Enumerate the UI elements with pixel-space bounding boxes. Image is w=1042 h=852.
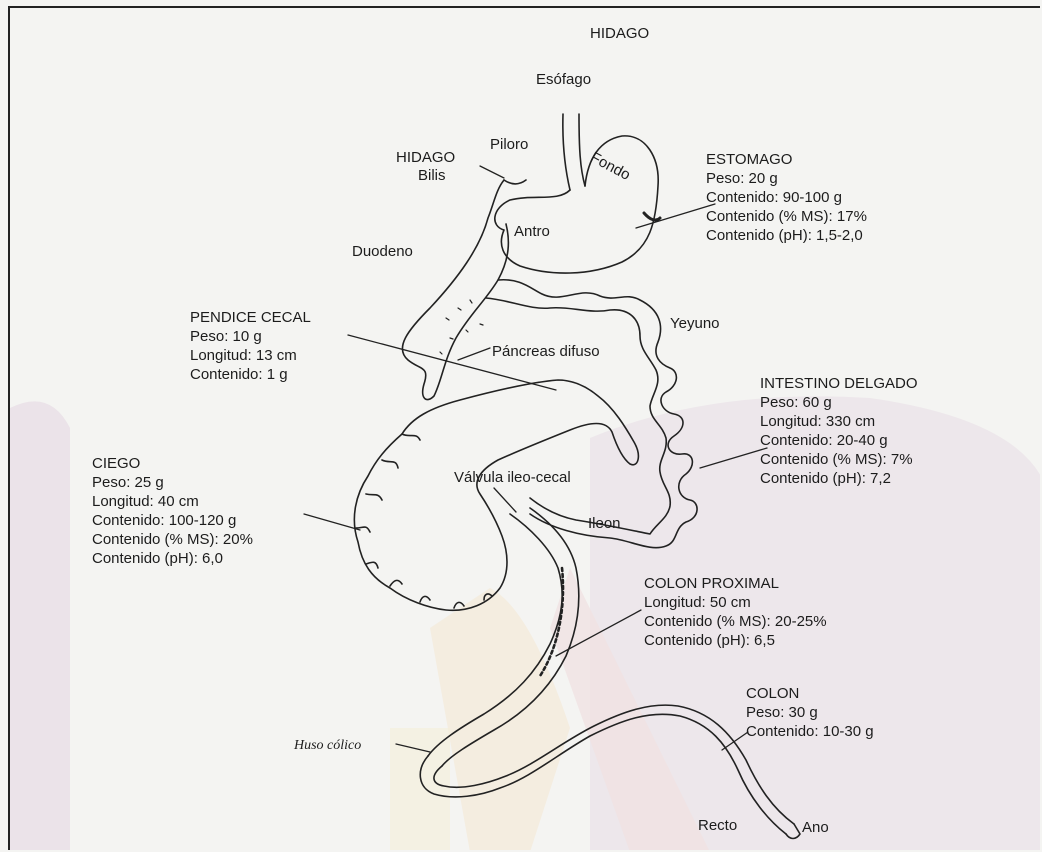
cecum-shape bbox=[354, 380, 638, 610]
info-pendice-line: Peso: 10 g bbox=[190, 327, 311, 346]
leader-intestino bbox=[700, 448, 767, 468]
esophagus-shape bbox=[563, 114, 585, 190]
info-intestino-line: Peso: 60 g bbox=[760, 393, 918, 412]
info-colon-title: COLON bbox=[746, 684, 874, 703]
info-ciego-line: Longitud: 40 cm bbox=[92, 492, 253, 511]
info-ciego-line: Contenido: 100-120 g bbox=[92, 511, 253, 530]
info-estomago-line: Contenido (% MS): 17% bbox=[706, 207, 867, 226]
leader-pancreas bbox=[458, 348, 490, 360]
info-ciego-title: CIEGO bbox=[92, 454, 253, 473]
info-ciego: CIEGO Peso: 25 g Longitud: 40 cm Conteni… bbox=[92, 454, 253, 568]
label-antro: Antro bbox=[514, 222, 550, 241]
info-ciego-line: Contenido (pH): 6,0 bbox=[92, 549, 253, 568]
jejunum-shape bbox=[498, 280, 697, 548]
stomach-shape bbox=[495, 136, 658, 273]
label-piloro: Piloro bbox=[490, 135, 528, 154]
label-huso: Huso cólico bbox=[294, 736, 361, 755]
info-colon: COLON Peso: 30 g Contenido: 10-30 g bbox=[746, 684, 874, 741]
info-colon-line: Peso: 30 g bbox=[746, 703, 874, 722]
diagram-title: HIDAGO bbox=[590, 24, 649, 43]
info-pendice: PENDICE CECAL Peso: 10 g Longitud: 13 cm… bbox=[190, 308, 311, 384]
info-estomago-line: Contenido: 90-100 g bbox=[706, 188, 867, 207]
info-colon-line: Contenido: 10-30 g bbox=[746, 722, 874, 741]
leader-ciego bbox=[304, 514, 360, 530]
info-estomago-line: Peso: 20 g bbox=[706, 169, 867, 188]
info-colon-proximal-line: Contenido (% MS): 20-25% bbox=[644, 612, 827, 631]
info-pendice-line: Longitud: 13 cm bbox=[190, 346, 311, 365]
label-valvula: Válvula ileo-cecal bbox=[454, 468, 571, 487]
info-ciego-line: Peso: 25 g bbox=[92, 473, 253, 492]
label-ano: Ano bbox=[802, 818, 829, 837]
info-colon-proximal: COLON PROXIMAL Longitud: 50 cm Contenido… bbox=[644, 574, 827, 650]
info-colon-proximal-line: Contenido (pH): 6,5 bbox=[644, 631, 827, 650]
label-hidago: HIDAGO bbox=[396, 148, 455, 167]
label-esofago: Esófago bbox=[536, 70, 591, 89]
info-intestino-line: Contenido: 20-40 g bbox=[760, 431, 918, 450]
info-intestino-line: Contenido (% MS): 7% bbox=[760, 450, 918, 469]
label-bilis: Bilis bbox=[418, 166, 446, 185]
info-colon-proximal-title: COLON PROXIMAL bbox=[644, 574, 827, 593]
info-intestino-line: Contenido (pH): 7,2 bbox=[760, 469, 918, 488]
leader-hidago bbox=[480, 166, 504, 178]
info-estomago-line: Contenido (pH): 1,5-2,0 bbox=[706, 226, 867, 245]
label-duodeno: Duodeno bbox=[352, 242, 413, 261]
info-intestino-title: INTESTINO DELGADO bbox=[760, 374, 918, 393]
info-intestino-line: Longitud: 330 cm bbox=[760, 412, 918, 431]
info-estomago: ESTOMAGO Peso: 20 g Contenido: 90-100 g … bbox=[706, 150, 867, 245]
label-ileon: Ileon bbox=[588, 514, 621, 533]
duodenum-shape bbox=[402, 180, 508, 400]
label-yeyuno: Yeyuno bbox=[670, 314, 720, 333]
info-colon-proximal-line: Longitud: 50 cm bbox=[644, 593, 827, 612]
diagram-frame: HIDAGO Esófago Piloro Fondo HIDAGO Bilis… bbox=[8, 6, 1040, 850]
colon-shape bbox=[420, 705, 794, 834]
label-recto: Recto bbox=[698, 816, 737, 835]
leader-colon-proximal bbox=[556, 610, 641, 656]
info-intestino: INTESTINO DELGADO Peso: 60 g Longitud: 3… bbox=[760, 374, 918, 488]
label-pancreas: Páncreas difuso bbox=[492, 342, 600, 361]
leader-colon bbox=[722, 732, 748, 750]
info-pendice-line: Contenido: 1 g bbox=[190, 365, 311, 384]
info-ciego-line: Contenido (% MS): 20% bbox=[92, 530, 253, 549]
info-estomago-title: ESTOMAGO bbox=[706, 150, 867, 169]
info-pendice-title: PENDICE CECAL bbox=[190, 308, 311, 327]
leader-huso bbox=[396, 744, 430, 752]
leader-valvula bbox=[494, 488, 516, 512]
